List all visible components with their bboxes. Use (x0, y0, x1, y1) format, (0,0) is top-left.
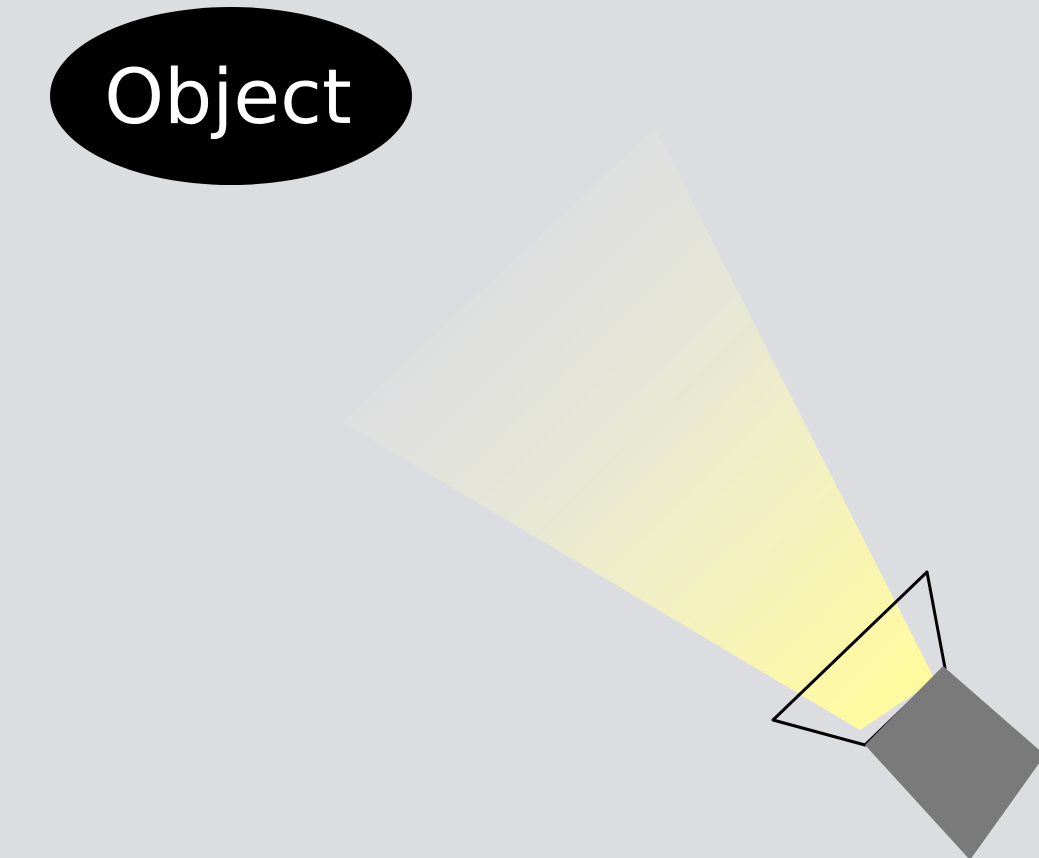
object-label: Object (104, 52, 352, 141)
object-node: Object (50, 7, 412, 185)
light-beam (342, 128, 935, 730)
